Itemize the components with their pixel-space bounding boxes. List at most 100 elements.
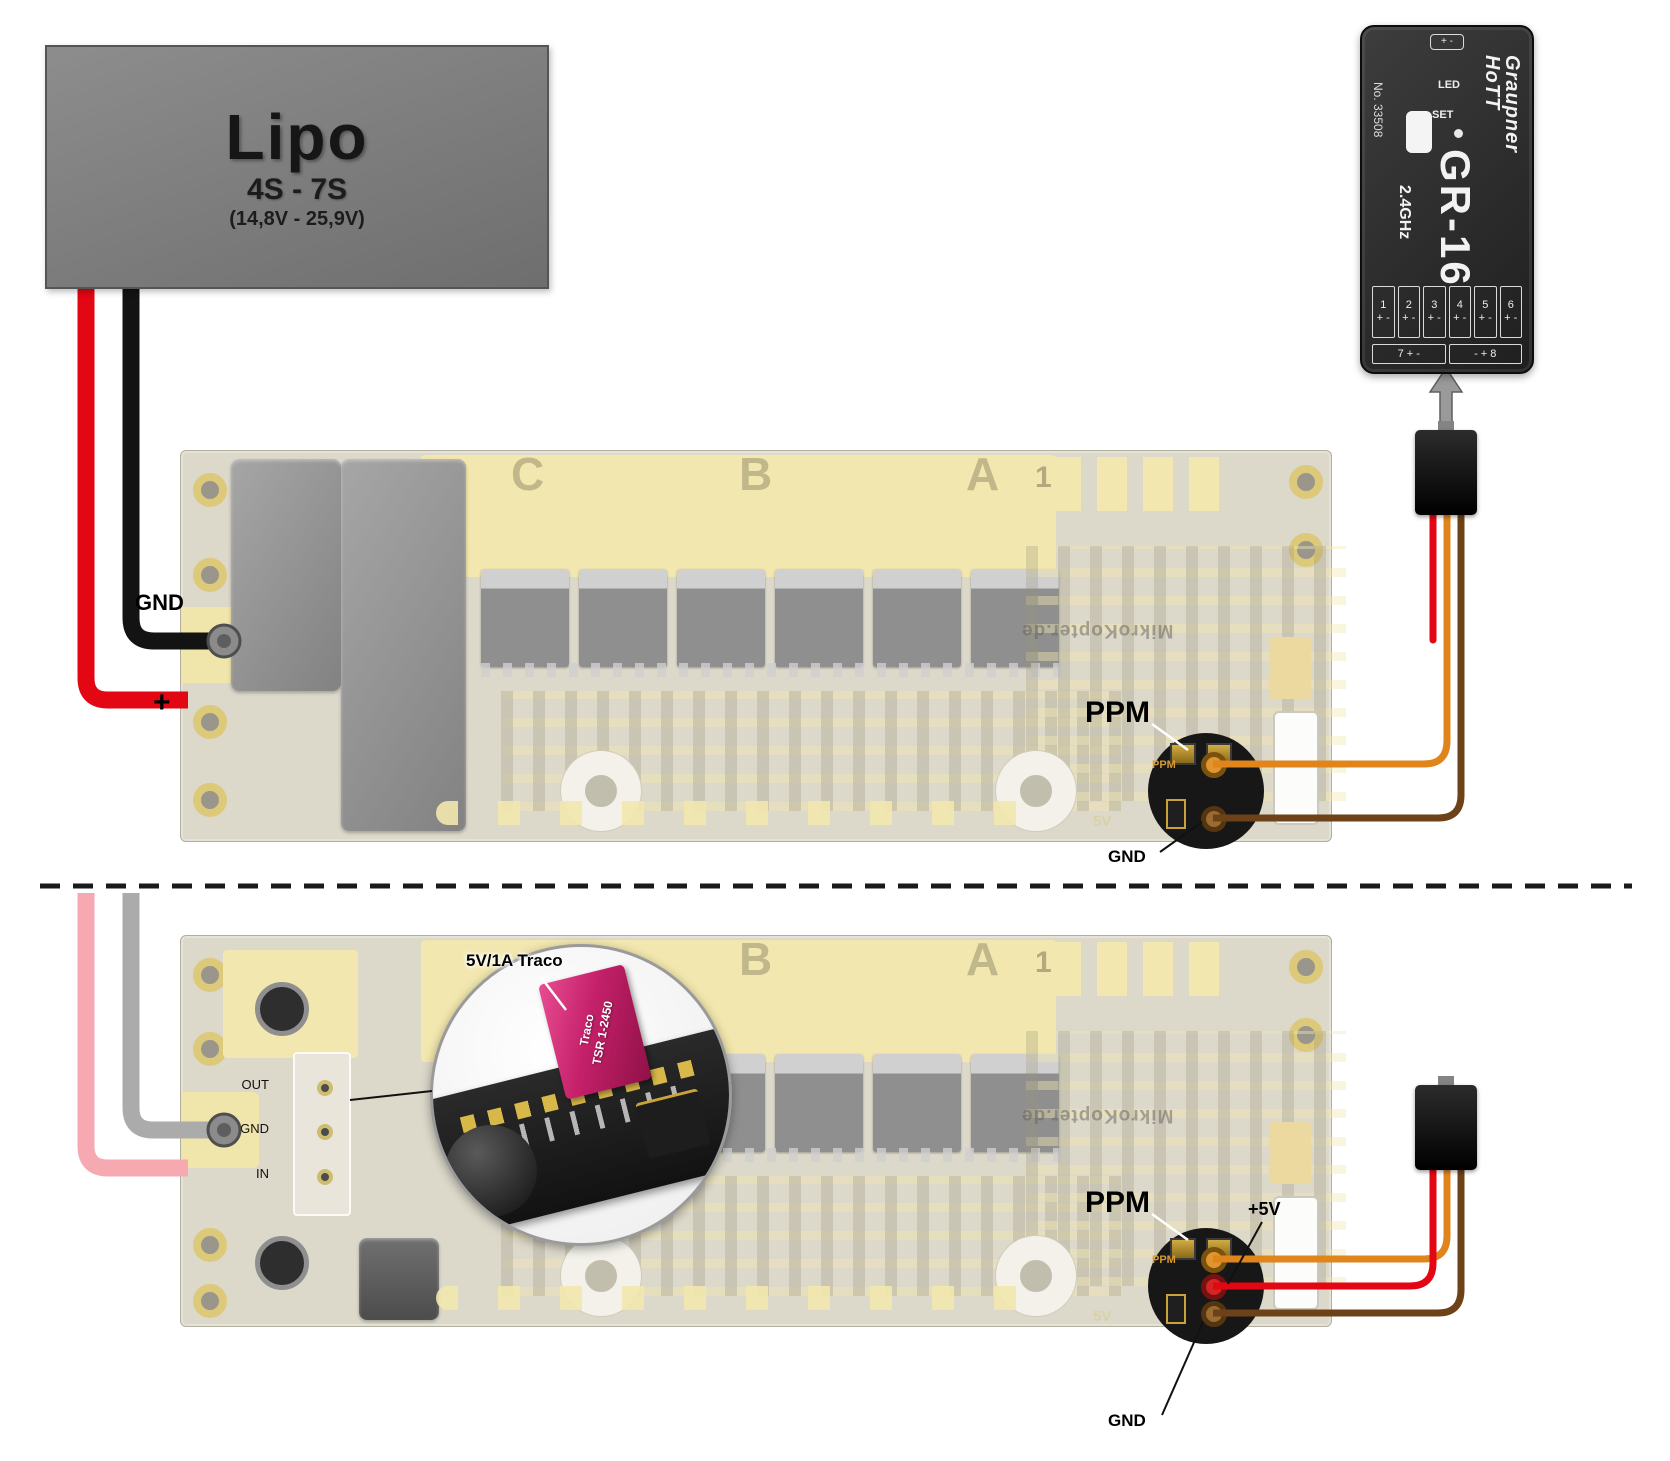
edge-pad [1269, 1122, 1311, 1184]
receiver-top-polarity: + - [1430, 34, 1464, 50]
gnd-pad [1201, 1301, 1227, 1327]
fet-component [775, 569, 863, 667]
pin-4: 4+ - [1448, 286, 1471, 338]
ppm-pad [1201, 752, 1227, 778]
pin-number: 5 [1482, 298, 1489, 311]
mount-hole [193, 1284, 227, 1318]
silk-letter-b: B [739, 933, 773, 985]
pin-number: 3 [1431, 298, 1438, 311]
mount-hole [1289, 950, 1323, 984]
plus5v-pad [1201, 1274, 1227, 1300]
ppm-pad [1201, 1247, 1227, 1273]
lipo-plus-wire [77, 270, 188, 709]
set-button [1406, 111, 1432, 153]
silk-ppm: PPM [1152, 759, 1176, 771]
pin-polarity: + - [1504, 312, 1518, 324]
mount-hole [193, 473, 227, 507]
power-board-top: C B A 1 MikroKopter.de 5V PPM [180, 448, 1346, 849]
silk-letter-a: A [966, 448, 1000, 500]
lipo-plus-wire-faded [77, 893, 188, 1177]
pin-polarity: + - [1453, 312, 1467, 324]
component-legs [481, 663, 1061, 677]
pad-blocks [1051, 942, 1231, 996]
mount-hole [193, 783, 227, 817]
receiver-gr16: + - No. 33508 Graupner HoTT GR-16 2.4GHz… [1360, 25, 1534, 374]
led-label: LED [1438, 79, 1460, 91]
pin-6: 6+ - [1499, 286, 1522, 338]
pin-number: 1 [1380, 298, 1387, 311]
pin-number: 4 [1456, 298, 1463, 311]
silk-letter-c: C [511, 448, 545, 500]
mount-hole [1289, 465, 1323, 499]
pin-1: 1+ - [1372, 286, 1395, 338]
smd-chip [1166, 1294, 1186, 1324]
board-hole [255, 1236, 309, 1290]
fet-component [971, 569, 1059, 667]
silk-one: 1 [1035, 461, 1052, 494]
receiver-pin-block: 1+ - 2+ - 3+ - 4+ - 5+ - 6+ - [1372, 286, 1522, 338]
edge-connector [1273, 711, 1319, 825]
ppm-label-top: PPM [1085, 696, 1151, 729]
pin-3: 3+ - [1423, 286, 1446, 338]
traco-callout-label: 5V/1A Traco [466, 951, 563, 970]
fet-component [775, 1054, 863, 1152]
traco-zoom-inset: Traco TSR 1-2450 [430, 944, 732, 1246]
pin-2: 2+ - [1397, 286, 1420, 338]
mount-hole [193, 958, 227, 992]
lipo-cells: 4S - 7S [246, 173, 348, 206]
silk-letter-b: B [739, 448, 773, 500]
lipo-battery: Lipo 4S - 7S (14,8V - 25,9V) [45, 45, 549, 289]
smd-chip [1166, 799, 1186, 829]
fet-component [579, 569, 667, 667]
plug-arrow-icon [1428, 366, 1464, 427]
set-label: SET [1432, 109, 1454, 121]
gnd-battery-label: GND [135, 590, 184, 615]
silk-5v: 5V [1093, 813, 1112, 830]
receiver-number: No. 33508 [1371, 82, 1385, 138]
fet-component [677, 569, 765, 667]
receiver-hott-logo: HoTT [1481, 55, 1503, 111]
fet-pad-zone [421, 455, 1056, 577]
ppm-label-bottom: PPM [1085, 1186, 1151, 1219]
traco-footprint [293, 1052, 351, 1216]
power-board-bottom: OUT GND IN B A 1 MikroKopter.de 5V PPM [180, 933, 1346, 1344]
plus-battery-label: + [153, 686, 171, 719]
receiver-model: GR-16 [1432, 149, 1479, 288]
receiver-pin-block-bottom: 7 + - - + 8 [1372, 344, 1522, 364]
capacitor [445, 1125, 537, 1217]
gnd-pad [1201, 806, 1227, 832]
mount-hole [193, 705, 227, 739]
traco-out-label: OUT [241, 1077, 269, 1092]
gnd-label-bottom: GND [1108, 1411, 1146, 1430]
servo-connector-top [1415, 430, 1477, 515]
pin-polarity: + - [1376, 312, 1390, 324]
fet-component [873, 1054, 961, 1152]
pin-polarity: + - [1402, 312, 1416, 324]
board-brand-text: MikroKopter.de [1021, 620, 1174, 641]
mount-hole [193, 558, 227, 592]
bottom-pads [436, 1286, 1026, 1310]
fet-component [873, 569, 961, 667]
capacitor [231, 459, 341, 691]
component [359, 1238, 439, 1320]
plus5v-label: +5V [1248, 1199, 1281, 1219]
silk-ppm: PPM [1152, 1254, 1176, 1266]
traco-pin-out [317, 1080, 333, 1096]
ppm-port-bottom: PPM [1148, 1228, 1264, 1344]
bottom-pads [436, 801, 1026, 825]
board-hole [255, 982, 309, 1036]
lipo-title: Lipo [225, 101, 369, 173]
silk-5v: 5V [1093, 1308, 1112, 1325]
board-ring [996, 751, 1076, 831]
receiver-brand: Graupner HoTT [1481, 55, 1523, 153]
traco-pin-in [317, 1169, 333, 1185]
pin-number: 6 [1507, 298, 1514, 311]
ppm-port-top: PPM [1148, 733, 1264, 849]
traco-part-text: Traco TSR 1-2450 [574, 997, 617, 1066]
traco-gnd-label: GND [240, 1121, 269, 1136]
capacitor [341, 459, 466, 831]
silk-one: 1 [1035, 946, 1052, 979]
pin-7: 7 + - [1372, 344, 1446, 364]
mount-hole [193, 1032, 227, 1066]
